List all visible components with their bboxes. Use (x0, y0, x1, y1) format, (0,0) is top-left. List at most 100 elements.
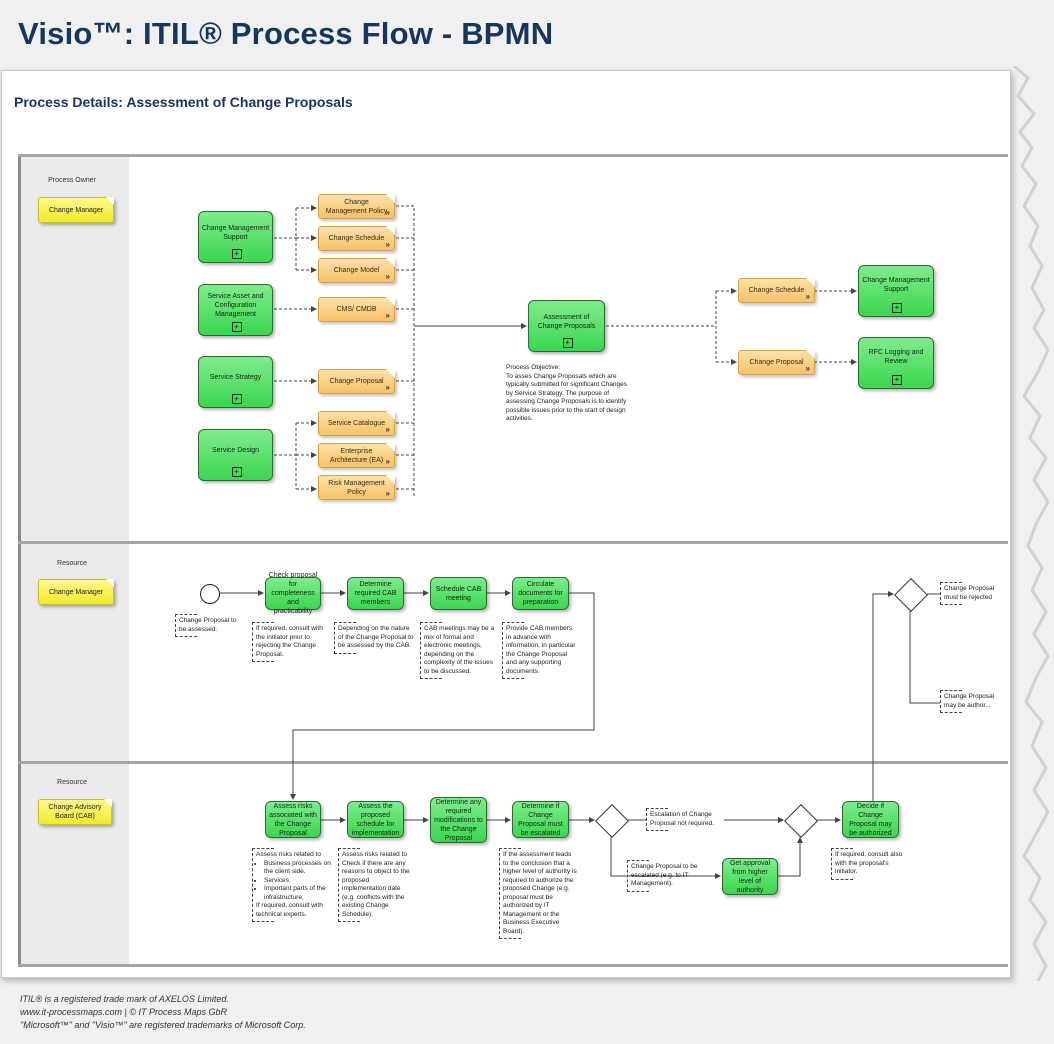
doc-label: Change Management Policy (325, 198, 388, 215)
double-chevron-icon: » (805, 364, 810, 373)
role-cab[interactable]: Change Advisory Board (CAB) (38, 799, 112, 825)
task-assess-risks[interactable]: Assess risks associated with the Change … (265, 801, 321, 838)
doc-label: CMS/ CMDB (336, 306, 377, 313)
task-label: Service Asset and Configuration Manageme… (207, 293, 264, 318)
note-outro: If required, consult with technical expe… (256, 902, 323, 918)
task-label: RFC Logging and Review (868, 349, 924, 365)
lane-header (18, 764, 129, 964)
note-list: Business processes on the client side. S… (256, 860, 332, 903)
start-event[interactable] (200, 584, 220, 604)
note-item: Services. (264, 877, 332, 886)
page-title: Visio™: ITIL® Process Flow - BPMN (18, 16, 554, 51)
task-note: Assess risks related to Business process… (252, 848, 332, 922)
expand-subprocess-icon[interactable]: + (231, 322, 242, 332)
end-note-rejected: Change Proposal must be rejected (940, 582, 1000, 605)
task-note: If the assessment leads to the conclusio… (499, 848, 577, 939)
task-circulate-documents[interactable]: Circulate documents for preparation (512, 577, 569, 610)
doc-label: Change Schedule (328, 235, 385, 242)
start-event-note: Change Proposal to be assessed. (175, 614, 241, 637)
task-schedule-cab-meeting[interactable]: Schedule CAB meeting (430, 577, 487, 610)
doc-label: Enterprise Architecture (EA) (329, 447, 384, 464)
double-chevron-icon: » (385, 489, 390, 498)
role-change-manager[interactable]: Change Manager (38, 197, 114, 223)
footer-copyright[interactable]: www.it-processmaps.com | © IT Process Ma… (20, 1007, 228, 1017)
note-item: Important parts of the infrastructure. (264, 885, 332, 902)
process-change-management-support[interactable]: Change Management Support + (198, 211, 273, 263)
task-note: Provide CAB members in advance with info… (502, 622, 576, 679)
doc-label: Change Model (333, 267, 380, 274)
double-chevron-icon: » (385, 383, 390, 392)
task-determine-cab-members[interactable]: Determine required CAB members (347, 577, 404, 610)
double-chevron-icon: » (805, 292, 810, 301)
footer-legal: ITIL® is a registered trade mark of AXEL… (20, 993, 306, 1032)
role-change-manager[interactable]: Change Manager (38, 579, 114, 605)
expand-subprocess-icon[interactable]: + (892, 375, 902, 385)
doc-enterprise-architecture[interactable]: Enterprise Architecture (EA)» (318, 443, 395, 468)
double-chevron-icon: » (385, 457, 390, 466)
double-chevron-icon: » (385, 425, 390, 434)
task-note: CAB meetings may be a mix of formal and … (420, 622, 496, 679)
process-service-design[interactable]: Service Design + (198, 429, 273, 481)
doc-change-schedule[interactable]: Change Schedule» (318, 226, 395, 251)
expand-subprocess-icon[interactable]: + (892, 303, 902, 313)
doc-change-model[interactable]: Change Model » (318, 258, 395, 283)
lane-role-label: Process Owner (48, 177, 96, 184)
escalation-note: Change Proposal to be escalated (e.g. to… (627, 860, 699, 892)
doc-output-change-schedule[interactable]: Change Schedule» (738, 278, 815, 303)
no-escalation-note: Escalation of Change Proposal not requir… (646, 808, 724, 831)
lane-role-label: Resource (57, 560, 87, 567)
task-label: Change Management Support (862, 277, 930, 293)
doc-risk-management-policy[interactable]: Risk Management Policy» (318, 475, 395, 500)
process-service-strategy[interactable]: Service Strategy + (198, 356, 273, 408)
process-assessment-of-change-proposals[interactable]: Assessment of Change Proposals + (528, 300, 605, 352)
expand-subprocess-icon[interactable]: + (231, 249, 242, 259)
task-label: Assessment of Change Proposals (537, 314, 596, 330)
doc-change-proposal[interactable]: Change Proposal» (318, 369, 395, 394)
task-decide-authorization[interactable]: Decide if Change Proposal may be authori… (842, 801, 899, 838)
doc-cms-cmdb[interactable]: CMS/ CMDB » (318, 297, 395, 322)
task-label: Service Strategy (209, 374, 262, 381)
task-note: Assess risks related to Check if there a… (338, 848, 414, 922)
diagram-subtitle: Process Details: Assessment of Change Pr… (14, 94, 353, 110)
doc-label: Service Catalogue (327, 420, 386, 427)
expand-subprocess-icon[interactable]: + (231, 467, 242, 477)
process-target-change-management-support[interactable]: Change Management Support + (858, 265, 934, 317)
double-chevron-icon: » (385, 240, 390, 249)
lane-header (18, 544, 129, 764)
swimlane-process-owner: Process Owner Change Manager (18, 154, 1008, 544)
note-item: Business processes on the client side. (264, 860, 332, 877)
footer-itil-trademark: ITIL® is a registered trade mark of AXEL… (20, 994, 229, 1004)
task-check-proposal[interactable]: Check proposal for completeness and prac… (265, 572, 321, 615)
task-note: Depending on the nature of the Change Pr… (334, 622, 416, 654)
note-intro: Assess risks related to (256, 851, 322, 858)
process-rfc-logging-review[interactable]: RFC Logging and Review + (858, 337, 934, 389)
doc-service-catalogue[interactable]: Service Catalogue» (318, 411, 395, 436)
double-chevron-icon: » (385, 208, 390, 217)
task-note: If required, consult also with the propo… (831, 848, 911, 880)
doc-output-change-proposal[interactable]: Change Proposal» (738, 350, 815, 375)
process-service-asset-configuration-management[interactable]: Service Asset and Configuration Manageme… (198, 284, 273, 336)
doc-label: Risk Management Policy (328, 479, 385, 496)
expand-subprocess-icon[interactable]: + (231, 394, 242, 404)
footer-microsoft-trademark: "Microsoft™" and "Visio™" are registered… (20, 1020, 306, 1030)
doc-label: Change Proposal (329, 378, 384, 385)
task-label: Service Design (211, 447, 260, 454)
objective-title: Process Objective: (506, 364, 561, 371)
expand-subprocess-icon[interactable]: + (562, 338, 573, 348)
double-chevron-icon: » (385, 311, 390, 320)
objective-text: To asses Change Proposals which are typi… (506, 372, 628, 423)
task-label: Change Management Support (201, 225, 270, 241)
lane-role-label: Resource (57, 779, 87, 786)
doc-label: Change Proposal (749, 359, 804, 366)
task-get-approval[interactable]: Get approval from higher level of author… (722, 858, 778, 895)
doc-change-management-policy[interactable]: Change Management Policy» (318, 194, 395, 219)
task-determine-escalation[interactable]: Determine if Change Proposal must be esc… (512, 801, 569, 838)
torn-edge (1013, 66, 1054, 981)
task-note: If required, consult with the initiator … (252, 622, 330, 662)
end-note-authorized: Change Proposal may be author... (940, 690, 1000, 713)
process-objective: Process Objective: To asses Change Propo… (506, 364, 631, 424)
task-determine-modifications[interactable]: Determine any required modifications to … (430, 797, 487, 843)
double-chevron-icon: » (385, 272, 390, 281)
doc-label: Change Schedule (748, 287, 805, 294)
task-assess-schedule[interactable]: Assess the proposed schedule for impleme… (347, 801, 404, 838)
